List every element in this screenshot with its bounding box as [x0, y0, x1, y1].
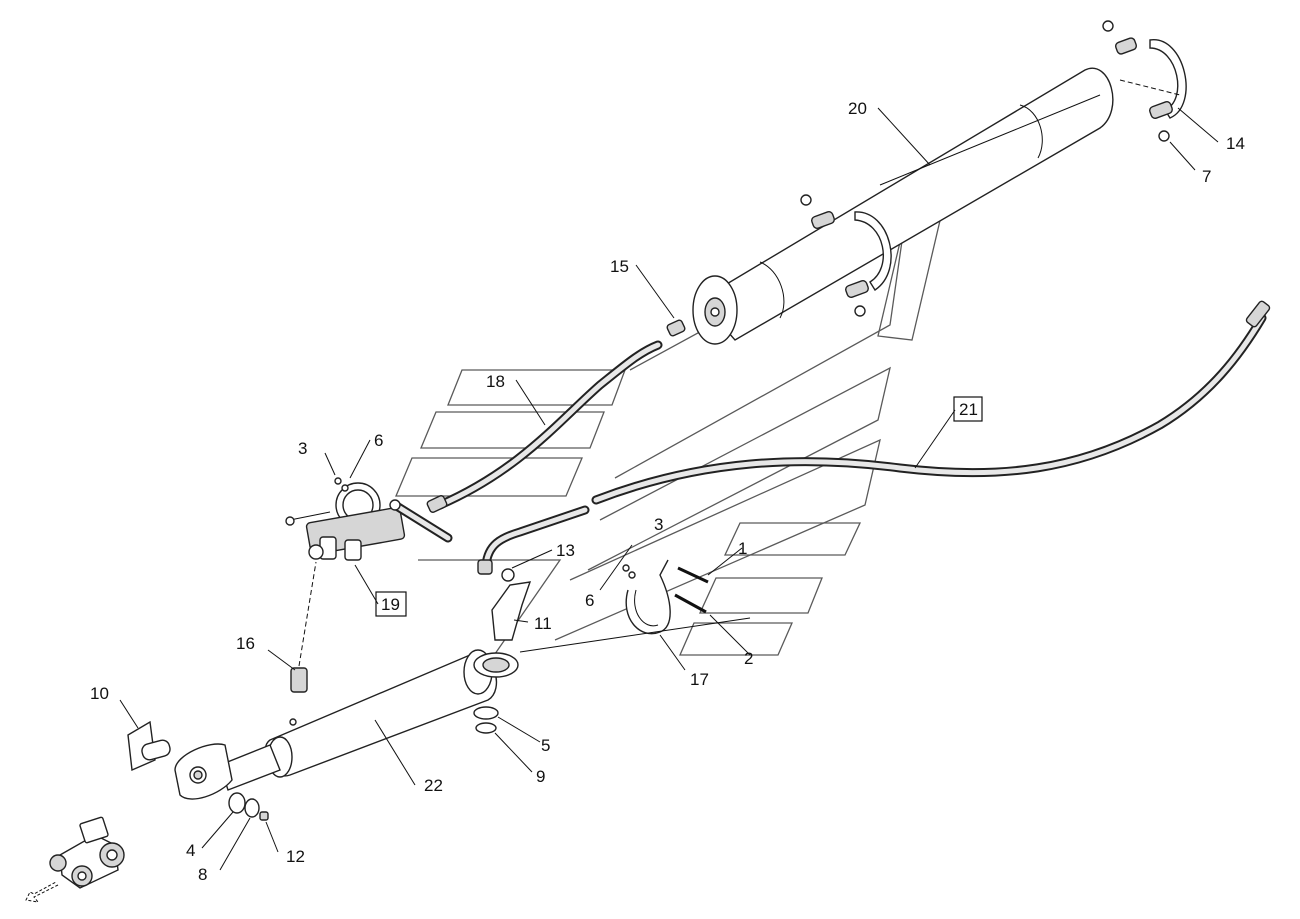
- callout-21-box: [953, 396, 983, 422]
- o-ring-5: [473, 706, 499, 720]
- callout-16: 16: [236, 634, 255, 653]
- valve-block-19: [285, 477, 453, 561]
- hose-18: [426, 340, 663, 513]
- callout-3-right: 3: [654, 515, 663, 534]
- assembly-line: [1119, 79, 1181, 96]
- callout-14: 14: [1226, 134, 1245, 153]
- callouts: 20 14 7 15 18 3 6 21 13 3 1 19 6 16 11 2…: [90, 99, 1245, 884]
- callout-17: 17: [690, 670, 709, 689]
- callout-13: 13: [556, 541, 575, 560]
- callout-6-left: 6: [374, 431, 383, 450]
- callout-10: 10: [90, 684, 109, 703]
- washer-4: [228, 792, 246, 814]
- callout-18: 18: [486, 372, 505, 391]
- callout-20: 20: [848, 99, 867, 118]
- callout-11: 11: [534, 614, 552, 633]
- callout-1: 1: [738, 539, 747, 558]
- clamp-ring-14-upper: [1102, 20, 1187, 142]
- callout-7: 7: [1202, 167, 1211, 186]
- fitting-16: [290, 561, 317, 693]
- bolt-1: [677, 566, 709, 584]
- accumulator-cylinder-20: [692, 67, 1114, 345]
- pin-10: [127, 720, 171, 772]
- callout-22: 22: [424, 776, 443, 795]
- callout-2: 2: [744, 649, 753, 668]
- tractor-icon: [49, 816, 125, 889]
- leader-lines: [119, 107, 1219, 871]
- hydraulic-cylinder-22: [219, 649, 519, 791]
- bracket-11: [491, 568, 532, 641]
- nipple-12: [259, 811, 269, 821]
- callout-4: 4: [186, 841, 195, 860]
- clevis-eye: [174, 743, 233, 800]
- callout-19: 19: [381, 595, 400, 614]
- callout-9: 9: [536, 767, 545, 786]
- callout-3-left: 3: [298, 439, 307, 458]
- fitting-15: [666, 319, 686, 337]
- hose-21: [591, 300, 1271, 505]
- callout-5: 5: [541, 736, 550, 755]
- clamp-ring-14-lower: [800, 194, 892, 317]
- callout-8: 8: [198, 865, 207, 884]
- clamp-17: [622, 559, 671, 635]
- callout-21: 21: [959, 400, 978, 419]
- callout-19-box: [375, 591, 407, 617]
- o-ring-9: [475, 722, 497, 734]
- callout-12: 12: [286, 847, 305, 866]
- ring-8: [244, 798, 260, 818]
- direction-arrow-icon: [25, 881, 59, 903]
- hose-13: [477, 505, 590, 575]
- callout-6-right: 6: [585, 591, 594, 610]
- bolt-2: [674, 593, 707, 614]
- callout-15: 15: [610, 257, 629, 276]
